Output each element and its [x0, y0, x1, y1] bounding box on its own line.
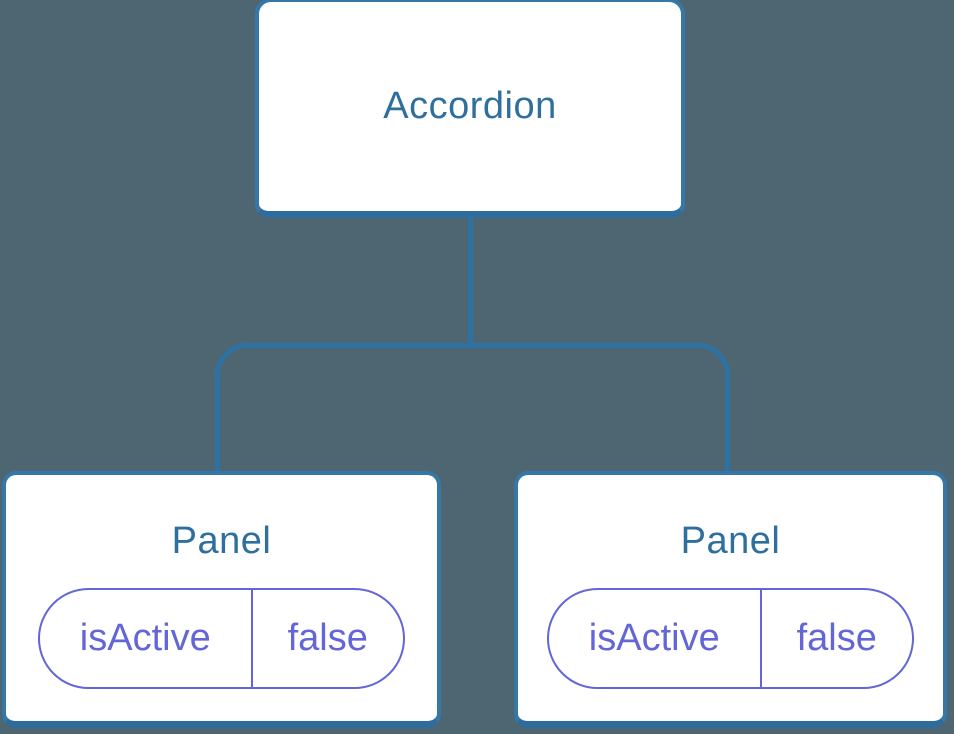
panel-left-label: Panel: [171, 519, 272, 562]
accordion-node-label: Accordion: [383, 84, 557, 127]
component-node-panel-right: Panel isActive false: [514, 471, 947, 728]
connector-trunk-line: [468, 216, 473, 344]
panel-left-prop-name: isActive: [79, 617, 211, 660]
connector-branch-bracket: [215, 343, 730, 472]
component-node-panel-left: Panel isActive false: [2, 471, 441, 728]
component-node-accordion: Accordion: [255, 0, 685, 218]
panel-right-prop-value: false: [759, 590, 912, 688]
panel-right-state-pill: isActive false: [547, 588, 914, 690]
panel-left-state-pill: isActive false: [38, 588, 405, 690]
panel-left-prop-value: false: [250, 590, 403, 688]
panel-right-label: Panel: [680, 519, 781, 562]
panel-right-prop-name: isActive: [588, 617, 720, 660]
